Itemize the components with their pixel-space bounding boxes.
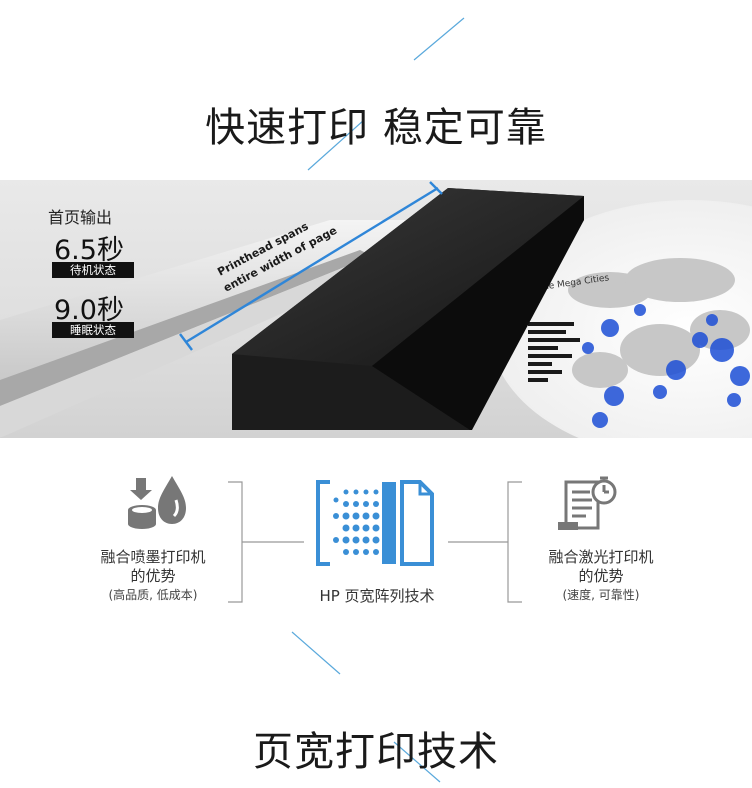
inkjet-caption-sub: (高品质, 低成本) xyxy=(108,588,198,602)
document-stopwatch-icon xyxy=(558,476,617,530)
inkjet-caption-line2: 的优势 xyxy=(130,567,176,585)
page-wide-array-label: HP 页宽阵列技术 xyxy=(319,587,435,605)
decorative-line-bottom-upper xyxy=(291,631,341,675)
sleep-time-value: 9.0秒 xyxy=(54,295,124,326)
ready-state-badge: 待机状态 xyxy=(52,262,134,278)
ink-drop-coins-icon xyxy=(128,476,186,529)
left-bracket xyxy=(228,481,304,603)
printhead-illustration: the Mega Cities Printhead spans entire w… xyxy=(0,181,752,438)
laser-caption-line1: 融合激光打印机 xyxy=(548,548,654,566)
ready-time-value: 6.5秒 xyxy=(54,235,124,266)
printhead-banner: the Mega Cities Printhead spans entire w… xyxy=(0,180,752,438)
laser-advantage-caption: 融合激光打印机 的优势 (速度, 可靠性) xyxy=(526,548,676,605)
page-wide-array-icon xyxy=(316,480,434,566)
laser-caption-line2: 的优势 xyxy=(578,567,624,585)
inkjet-advantage-caption: 融合喷墨打印机 的优势 (高品质, 低成本) xyxy=(78,548,228,605)
decorative-line-bottom-lower xyxy=(393,741,441,783)
right-bracket xyxy=(448,481,522,603)
inkjet-caption-line1: 融合喷墨打印机 xyxy=(100,548,206,566)
first-page-output-label: 首页输出 xyxy=(48,208,113,227)
headline-page-wide-technology: 页宽打印技术 xyxy=(253,728,499,775)
sleep-state-badge: 睡眠状态 xyxy=(52,322,134,338)
decorative-line-top-lower xyxy=(307,119,365,171)
decorative-line-top-upper xyxy=(413,17,465,61)
headline-fast-reliable: 快速打印 稳定可靠 xyxy=(205,104,547,151)
laser-caption-sub: (速度, 可靠性) xyxy=(562,588,640,602)
